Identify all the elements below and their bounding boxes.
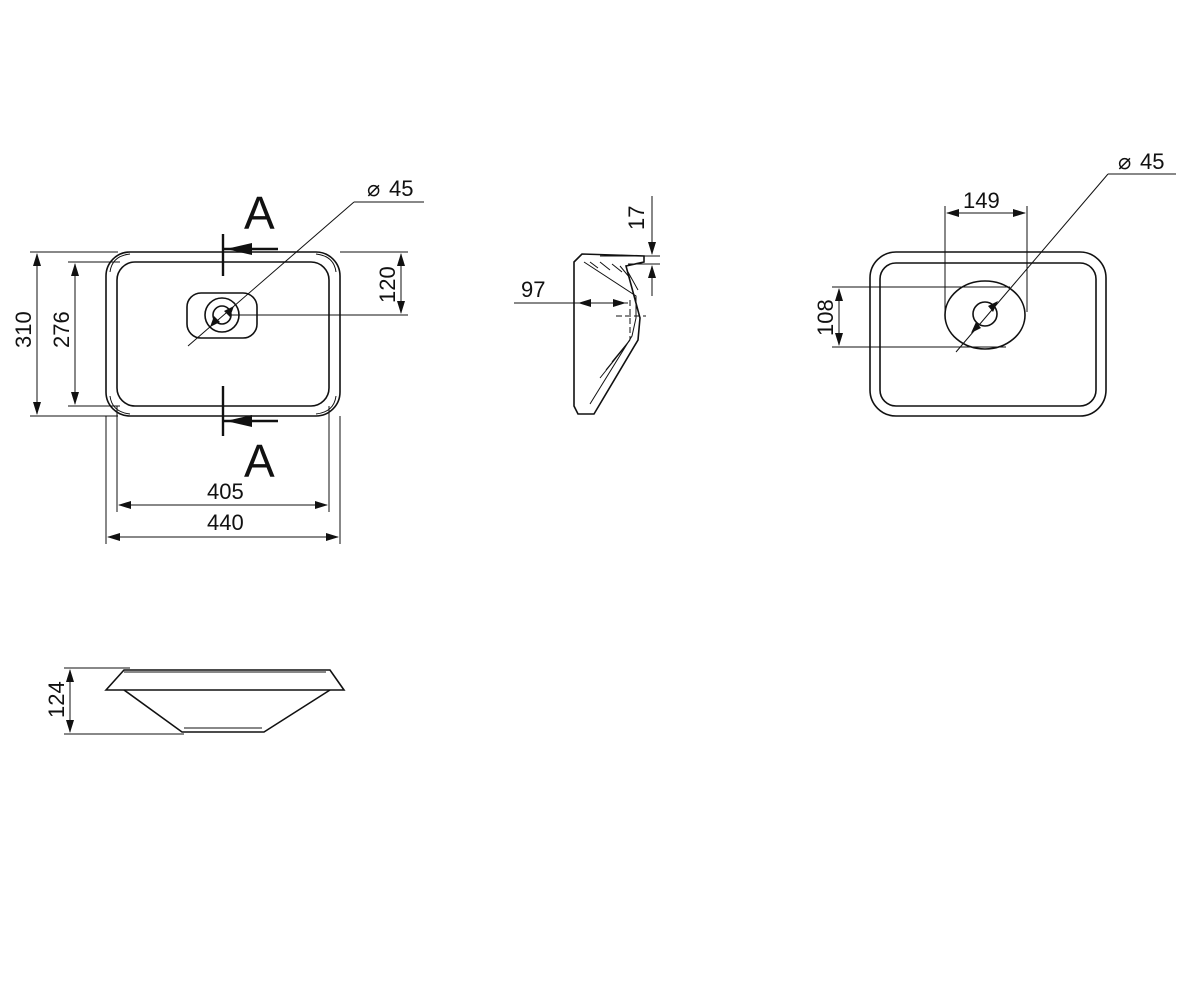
diameter-leader-arrow [224,306,234,317]
dim-arrow [118,501,131,509]
side-bowl [123,689,331,733]
corner-chamfer [109,253,131,273]
corner-chamfer [109,395,131,415]
dim-arrow [1013,209,1026,217]
drain-offset-label: 120 [375,266,400,303]
side-outline [104,669,346,691]
side-view: 124 [44,667,346,735]
dim-arrow [71,392,79,405]
diameter-leader-arrow [210,316,220,327]
section-hatch [589,261,639,291]
dim-arrow [648,242,656,255]
basin-inner-bowl [116,261,330,407]
section-label-bottom: A [244,435,275,487]
section-inner-wall [583,261,637,405]
dim-arrow [33,253,41,266]
corner-chamfer [315,253,337,273]
diameter-symbol: ⌀ [1118,149,1131,174]
corner-chamfer [315,395,337,415]
diameter-leader-arrow [971,322,981,333]
dim-arrow [107,533,120,541]
dim-arrow [946,209,959,217]
diameter-leader [955,173,1109,353]
bottom-inner-outline [879,262,1097,407]
bowl-depth-label: 97 [521,277,545,302]
drain-width-label: 149 [963,188,1000,213]
outer-depth-label: 310 [11,311,36,348]
section-outline [573,253,645,415]
drain-height-label: 108 [813,299,838,336]
dim-arrow [648,265,656,278]
dim-arrow [66,720,74,733]
dim-arrow [613,299,626,307]
top-drain-diameter-label: 45 [389,176,413,201]
dim-arrow [835,333,843,346]
dim-arrow [397,253,405,266]
section-label-top: A [244,187,275,239]
diameter-leader-arrow [988,301,998,312]
outer-width-label: 440 [207,510,244,535]
inner-width-label: 405 [207,479,244,504]
dim-arrow [315,501,328,509]
bottom-drain-circle [972,301,998,327]
section-arrowhead-bottom [226,415,252,427]
bottom-drain-diameter-label: 45 [1140,149,1164,174]
dim-arrow [326,533,339,541]
dim-arrow [33,402,41,415]
rim-thickness-label: 17 [624,206,649,230]
section-hatch [599,339,631,379]
bottom-drain-ellipse [944,280,1026,350]
inner-depth-label: 276 [49,311,74,348]
section-arrowhead-top [226,243,252,255]
diameter-symbol: ⌀ [367,176,380,201]
dim-arrow [835,288,843,301]
dim-arrow [397,301,405,314]
dim-arrow [71,263,79,276]
dim-arrow [578,299,591,307]
section-view: 17 97 [514,196,660,415]
top-view: A A ⌀ 45 120 310 276 4 [11,176,424,544]
bottom-outer-outline [869,251,1107,417]
bottom-view: 149 108 ⌀ 45 [813,149,1176,417]
side-height-label: 124 [44,681,69,718]
dim-arrow [66,669,74,682]
